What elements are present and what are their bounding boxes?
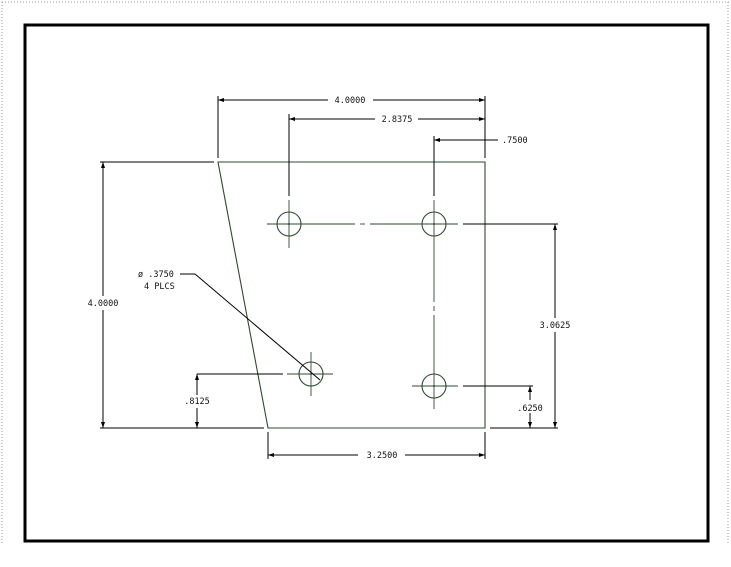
dim-hole-edge-offset: .7500 xyxy=(502,136,528,146)
dim-overall-height: 4.0000 xyxy=(88,299,119,309)
dim-left-hole-height: .8125 xyxy=(184,397,210,407)
hole-callout-diameter: ø .3750 xyxy=(138,270,174,280)
dim-top-width: 4.0000 xyxy=(335,96,366,106)
dim-right-hole-height: .6250 xyxy=(517,404,543,414)
dim-bottom-width: 3.2500 xyxy=(367,451,398,461)
dim-hole-span-vertical: 3.0625 xyxy=(540,321,571,331)
hole-callout-count: 4 PLCS xyxy=(144,282,175,292)
part-outline xyxy=(217,161,486,429)
drawing-frame xyxy=(23,23,710,543)
dimension-lines xyxy=(100,96,558,459)
holes xyxy=(276,211,447,399)
center-lines xyxy=(267,200,458,409)
dim-hole-span-horizontal: 2.8375 xyxy=(382,115,413,125)
page-border xyxy=(1,1,729,545)
